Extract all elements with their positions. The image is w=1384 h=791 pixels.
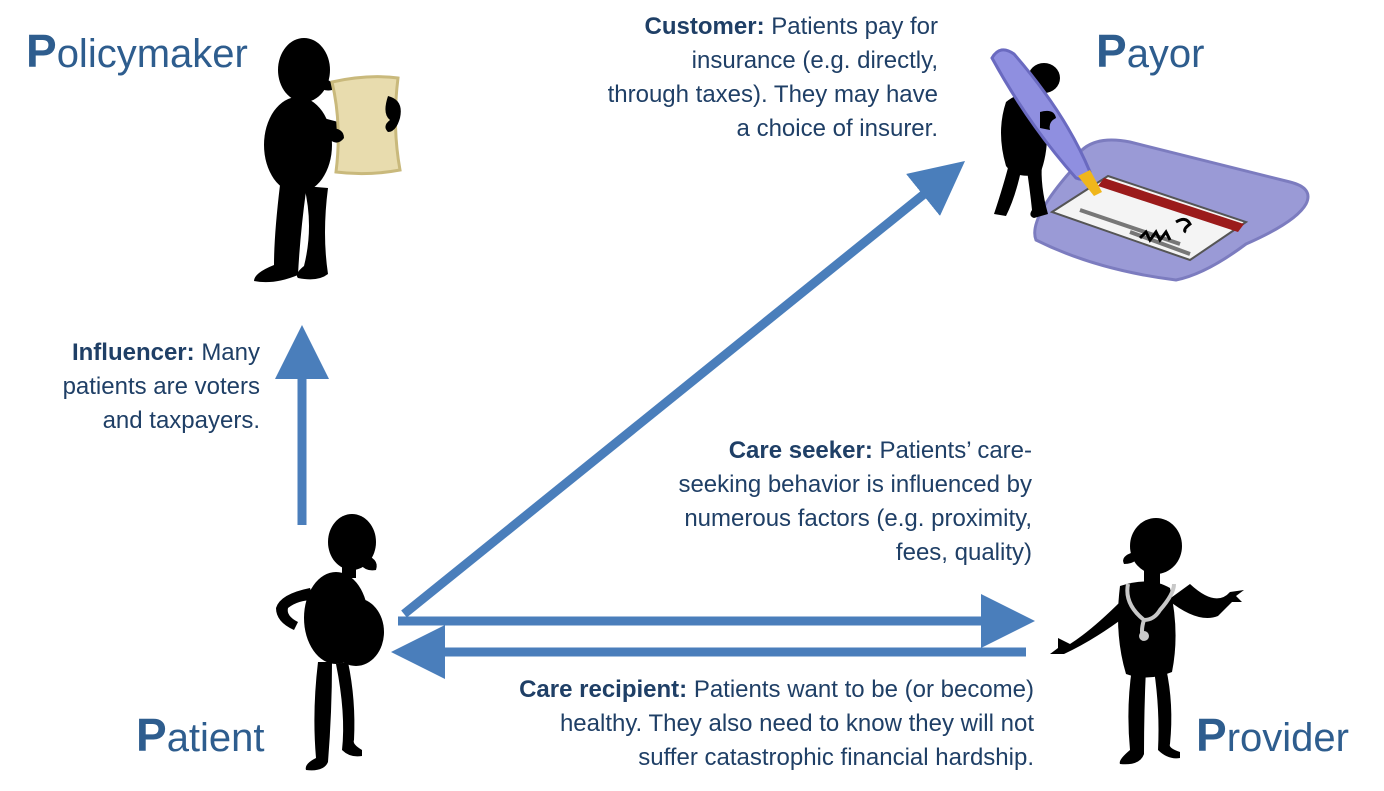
influencer-description: Influencer: Many patients are voters and… (10, 336, 260, 438)
influencer-line-1: Many (201, 339, 260, 366)
influencer-line-2: patients are voters (62, 373, 260, 400)
customer-description: Customer: Patients pay for insurance (e.… (520, 10, 938, 146)
influencer-label: Influencer: (71, 339, 195, 366)
policymaker-initial: P (26, 25, 57, 77)
patient-figure-icon (276, 514, 384, 771)
payor-initial: P (1096, 25, 1127, 77)
policymaker-figure-icon (254, 38, 402, 283)
policymaker-rest: olicymaker (56, 32, 248, 76)
provider-title: Provider (1196, 712, 1349, 758)
provider-rest: rovider (1226, 716, 1349, 760)
payor-title: Payor (1096, 28, 1205, 74)
payor-figure-icon (990, 48, 1310, 282)
policymaker-title: Policymaker (26, 28, 248, 74)
customer-arrow (401, 161, 966, 618)
care-seeker-label: Care seeker: (728, 437, 873, 464)
patient-title: Patient (136, 712, 265, 758)
care-seeker-line-4: fees, quality) (895, 539, 1032, 566)
care-seeker-line-1: Patients’ care- (879, 437, 1032, 464)
care-recipient-line-3: suffer catastrophic financial hardship. (638, 744, 1034, 771)
customer-line-2: insurance (e.g. directly, (691, 47, 938, 74)
customer-line-3: through taxes). They may have (607, 81, 938, 108)
patient-rest: atient (166, 716, 265, 760)
care-seeker-line-3: numerous factors (e.g. proximity, (684, 505, 1032, 532)
care-seeker-description: Care seeker: Patients’ care- seeking beh… (580, 434, 1032, 570)
care-recipient-line-2: healthy. They also need to know they wil… (559, 710, 1034, 737)
care-seeker-line-2: seeking behavior is influenced by (678, 471, 1032, 498)
provider-figure-icon (1050, 518, 1244, 765)
checkbook-icon (1033, 138, 1310, 282)
customer-line-1: Patients pay for (771, 13, 938, 40)
patient-initial: P (136, 709, 167, 761)
provider-initial: P (1196, 709, 1227, 761)
influencer-line-3: and taxpayers. (102, 407, 260, 434)
payor-rest: ayor (1126, 32, 1205, 76)
care-recipient-description: Care recipient: Patients want to be (or … (400, 673, 1034, 775)
stethoscope-icon (1125, 583, 1176, 641)
care-recipient-line-1: Patients want to be (or become) (693, 676, 1034, 703)
customer-line-4: a choice of insurer. (736, 115, 938, 142)
care-recipient-label: Care recipient: (519, 676, 688, 703)
customer-label: Customer: (644, 13, 765, 40)
